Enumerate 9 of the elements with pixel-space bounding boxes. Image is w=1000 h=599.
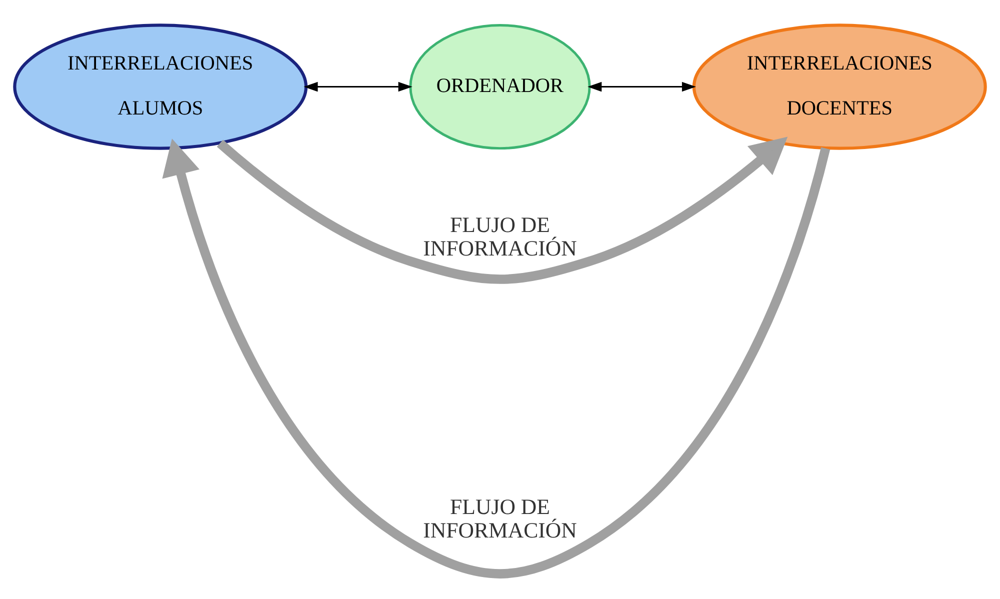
arrow: [304, 82, 412, 92]
edge-label: FLUJO DE INFORMACIÓN: [423, 212, 577, 260]
arrow: [588, 82, 696, 92]
arrow: [216, 136, 788, 284]
edge-label: FLUJO DE INFORMACIÓN: [423, 494, 577, 542]
node-ellipse: INTERRELACIONES DOCENTES: [692, 24, 987, 150]
node-ellipse: ORDENADOR: [409, 24, 591, 150]
arrow: [162, 138, 830, 578]
node-ellipse: INTERRELACIONES ALUMOS: [13, 24, 308, 150]
